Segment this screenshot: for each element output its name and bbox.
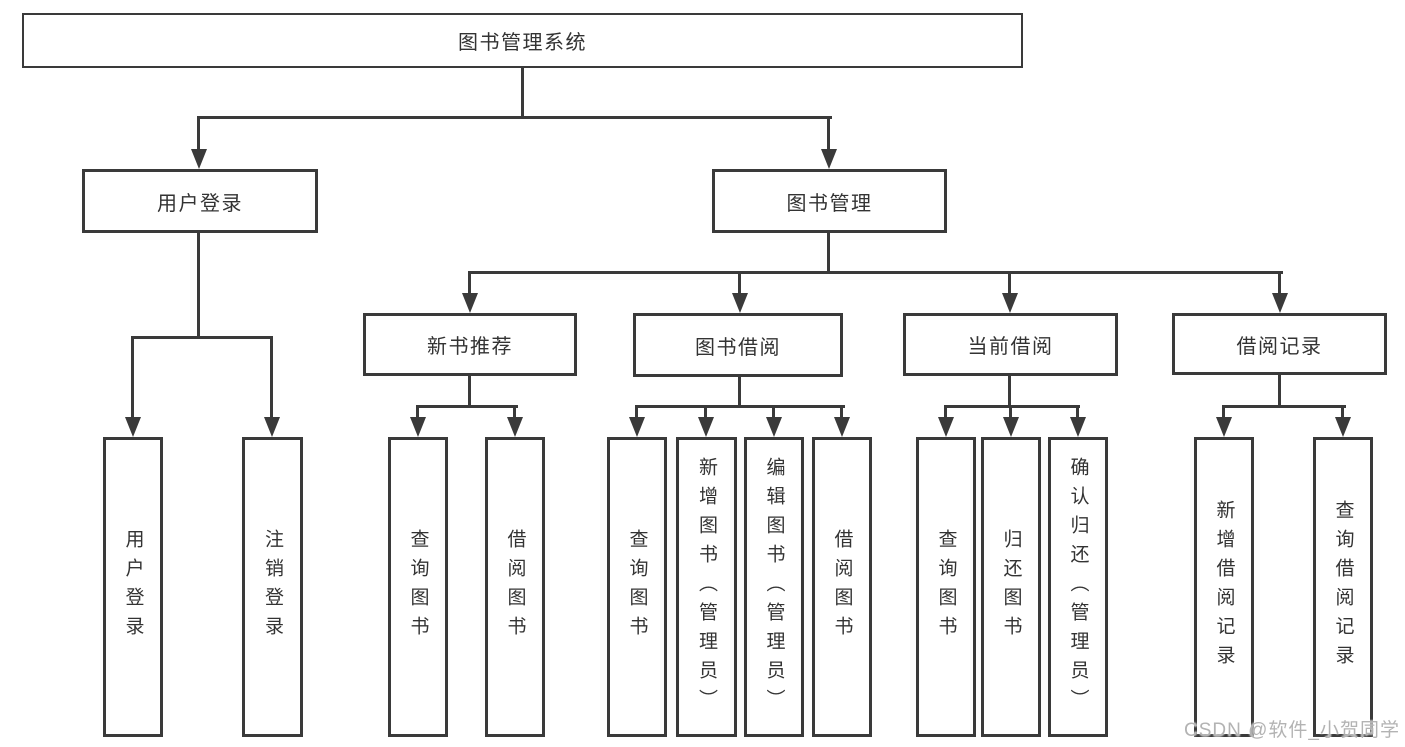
leaf-add-borrow-record: 新增借阅记录 (1194, 437, 1254, 737)
watermark-text: CSDN @软件_小贺同学 (1184, 720, 1400, 741)
arrow-down-icon (1272, 293, 1288, 313)
node-library-system: 图书管理系统 (22, 13, 1023, 68)
leaf-user-login: 用户登录 (103, 437, 163, 737)
leaf-confirm-return-admin: 确认归还（管理员） (1048, 437, 1108, 737)
connector-vline (197, 233, 200, 339)
node-label: 注销登录 (262, 529, 283, 645)
leaf-return-books: 归还图书 (981, 437, 1041, 737)
node-label: 借阅图书 (831, 529, 853, 645)
arrow-down-icon (698, 417, 714, 437)
node-label: 用户登录 (157, 192, 243, 215)
connector-vline (772, 405, 775, 419)
node-label: 查询图书 (407, 529, 429, 645)
arrow-down-icon (507, 417, 523, 437)
node-label: 查询图书 (626, 529, 648, 645)
node-label: 当前借阅 (967, 336, 1054, 358)
arrow-down-icon (629, 417, 645, 437)
connector-hline (944, 405, 1080, 408)
arrow-down-icon (938, 417, 954, 437)
connector-vline (827, 116, 830, 153)
connector-vline (468, 376, 471, 408)
arrow-down-icon (125, 417, 141, 437)
node-label: 借阅记录 (1236, 335, 1323, 358)
connector-vline (704, 405, 707, 419)
connector-vline (1278, 375, 1281, 408)
leaf-edit-book-admin: 编辑图书（管理员） (744, 437, 804, 737)
connector-vline (1076, 405, 1079, 419)
connector-hline (635, 405, 845, 408)
node-label: 新书推荐 (427, 336, 513, 358)
connector-hline (131, 336, 273, 339)
leaf-query-books: 查询图书 (916, 437, 976, 737)
connector-vline (197, 116, 200, 153)
connector-vline (1008, 376, 1011, 408)
leaf-logout: 注销登录 (242, 437, 303, 737)
connector-vline (1009, 405, 1012, 419)
connector-hline (416, 405, 518, 408)
connector-hline (1222, 405, 1346, 408)
connector-vline (840, 405, 843, 419)
leaf-borrow-books: 借阅图书 (812, 437, 872, 737)
connector-vline (1278, 271, 1281, 296)
node-label: 用户登录 (122, 529, 144, 645)
connector-vline (513, 405, 516, 419)
arrow-down-icon (410, 417, 426, 437)
arrow-down-icon (264, 417, 280, 437)
connector-vline (827, 233, 830, 274)
node-label: 新增图书（管理员） (696, 456, 717, 718)
arrow-down-icon (191, 149, 207, 169)
node-label: 归还图书 (1000, 529, 1022, 645)
node-book-management: 图书管理 (712, 169, 947, 233)
node-label: 编辑图书（管理员） (763, 456, 785, 718)
connector-vline (1008, 271, 1011, 296)
node-label: 查询图书 (935, 529, 957, 645)
node-borrowing-records: 借阅记录 (1172, 313, 1387, 375)
arrow-down-icon (821, 149, 837, 169)
node-label: 新增借阅记录 (1213, 500, 1235, 674)
leaf-query-borrow-record: 查询借阅记录 (1313, 437, 1373, 737)
arrow-down-icon (1002, 293, 1018, 313)
node-label: 查询借阅记录 (1332, 500, 1354, 674)
node-label: 确认归还（管理员） (1067, 456, 1089, 718)
arrow-down-icon (834, 417, 850, 437)
arrow-down-icon (1070, 417, 1086, 437)
connector-hline (198, 116, 832, 119)
leaf-query-books: 查询图书 (607, 437, 667, 737)
connector-vline (738, 271, 741, 296)
connector-hline (468, 271, 1283, 274)
arrow-down-icon (732, 293, 748, 313)
connector-vline (468, 271, 471, 296)
node-label: 图书管理系统 (458, 32, 587, 54)
connector-vline (1222, 405, 1225, 419)
node-book-borrowing: 图书借阅 (633, 313, 843, 377)
node-label: 图书管理 (786, 192, 873, 215)
node-label: 借阅图书 (504, 529, 526, 645)
leaf-borrow-books: 借阅图书 (485, 437, 545, 737)
connector-vline (738, 377, 741, 408)
connector-vline (944, 405, 947, 419)
arrow-down-icon (1216, 417, 1232, 437)
node-current-borrowing: 当前借阅 (903, 313, 1118, 376)
arrow-down-icon (1335, 417, 1351, 437)
connector-vline (131, 336, 134, 419)
node-user-login: 用户登录 (82, 169, 318, 233)
connector-vline (635, 405, 638, 419)
node-new-book-recommendation: 新书推荐 (363, 313, 577, 376)
connector-vline (270, 336, 273, 419)
arrow-down-icon (462, 293, 478, 313)
leaf-query-books: 查询图书 (388, 437, 448, 737)
connector-vline (521, 68, 524, 118)
connector-vline (1341, 405, 1344, 419)
node-label: 图书借阅 (695, 336, 781, 359)
arrow-down-icon (1003, 417, 1019, 437)
leaf-add-book-admin: 新增图书（管理员） (676, 437, 737, 737)
connector-vline (416, 405, 419, 419)
arrow-down-icon (766, 417, 782, 437)
